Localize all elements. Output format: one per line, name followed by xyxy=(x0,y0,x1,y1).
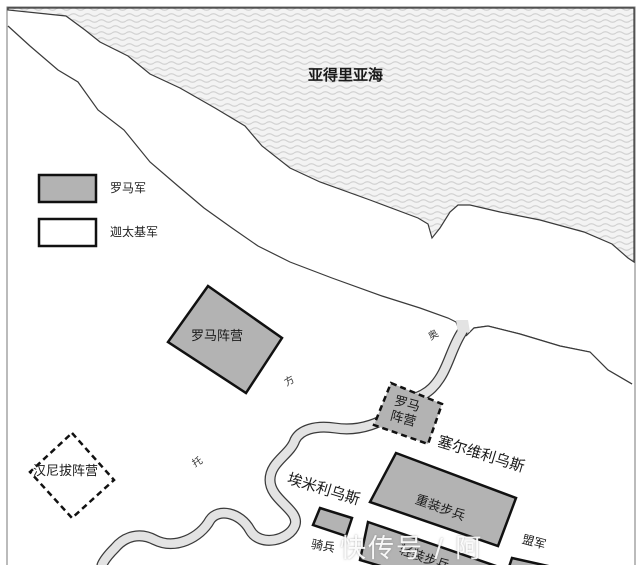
legend-swatch-carthage xyxy=(37,217,98,248)
hannibal-camp xyxy=(28,431,116,520)
adriatic-sea xyxy=(7,7,635,264)
roman-camp-large-label: 罗马阵营 xyxy=(191,329,244,344)
legend-label-carthage: 迦太基军 xyxy=(110,225,159,239)
allies-block xyxy=(508,556,550,565)
cavalry-block xyxy=(311,506,354,538)
watermark: 快传号 / 阿 xyxy=(340,534,484,564)
roman-camp-small xyxy=(372,381,444,446)
roman-camp-large xyxy=(166,284,284,395)
cavalry-label: 骑兵 xyxy=(309,537,337,555)
legend-label-roman: 罗马军 xyxy=(110,181,147,195)
light-infantry-block xyxy=(358,520,497,565)
sea-label: 亚得里亚海 xyxy=(308,66,384,84)
heavy-infantry-block xyxy=(368,451,518,548)
hannibal-camp-label: 汉尼拔阵营 xyxy=(33,464,99,479)
legend-swatch-roman xyxy=(37,173,98,204)
